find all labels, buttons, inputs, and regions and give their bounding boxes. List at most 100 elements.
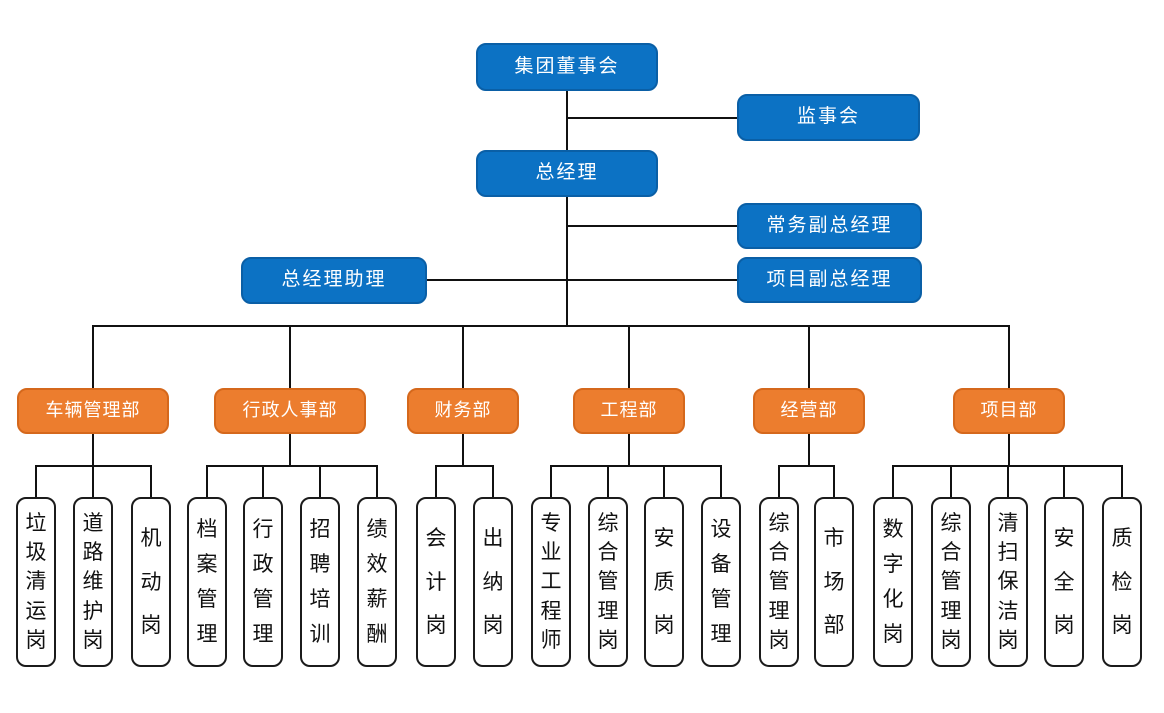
post-road-maintenance: 道路维护岗 <box>73 497 113 667</box>
post-admin-management: 行政管理 <box>243 497 283 667</box>
post-accounting: 会计岗 <box>416 497 456 667</box>
dept-label: 项目部 <box>980 400 1038 421</box>
post-label: 清扫保洁岗 <box>997 512 1019 652</box>
post-label: 安质岗 <box>653 526 675 638</box>
connector-dept-down <box>628 434 630 466</box>
post-label: 垃圾清运岗 <box>25 512 47 652</box>
connector-stub-post <box>150 465 152 497</box>
post-label: 机动岗 <box>140 526 162 638</box>
connector-dept-down <box>808 434 810 466</box>
dept-vehicle-management: 车辆管理部 <box>17 388 169 434</box>
post-cleaning: 清扫保洁岗 <box>988 497 1028 667</box>
dept-admin-hr: 行政人事部 <box>214 388 366 434</box>
post-equipment-management: 设备管理 <box>701 497 741 667</box>
post-performance-compensation: 绩效薪酬 <box>357 497 397 667</box>
org-node-general-manager-label: 总经理 <box>535 162 599 184</box>
connector-board-gm <box>566 91 568 152</box>
connector-stub-dept <box>289 325 291 388</box>
connector-stub-post <box>663 465 665 497</box>
connector-to-supervisory <box>566 117 739 119</box>
post-general-management-proj: 综合管理岗 <box>931 497 971 667</box>
connector-stub-post <box>35 465 37 497</box>
connector-to-executive-deputy <box>566 225 739 227</box>
connector-dept-down <box>1008 434 1010 466</box>
connector-children-line <box>778 465 835 467</box>
connector-stub-post <box>607 465 609 497</box>
dept-operations: 经营部 <box>753 388 865 434</box>
connector-dept-down <box>289 434 291 466</box>
org-node-board-label: 集团董事会 <box>514 55 620 77</box>
connector-stub-post <box>435 465 437 497</box>
post-mobile: 机动岗 <box>131 497 171 667</box>
connector-dept-down <box>462 434 464 466</box>
dept-label: 经营部 <box>780 400 838 421</box>
post-label: 专业工程师 <box>540 512 562 652</box>
post-label: 绩效薪酬 <box>366 518 388 646</box>
post-label: 综合管理岗 <box>768 512 790 652</box>
connector-stub-post <box>1063 465 1065 497</box>
connector-stub-post <box>492 465 494 497</box>
post-label: 行政管理 <box>252 518 274 646</box>
org-node-supervisory-label: 监事会 <box>796 106 860 128</box>
connector-stub-post <box>892 465 894 497</box>
post-safety: 安全岗 <box>1044 497 1084 667</box>
dept-label: 行政人事部 <box>242 400 338 421</box>
connector-stub-post <box>262 465 264 497</box>
post-label: 出纳岗 <box>482 526 504 638</box>
connector-stub-dept <box>628 325 630 388</box>
dept-engineering: 工程部 <box>573 388 685 434</box>
dept-project: 项目部 <box>953 388 1065 434</box>
org-node-general-manager: 总经理 <box>476 150 658 197</box>
org-node-project-deputy-gm-label: 项目副总经理 <box>766 268 893 290</box>
post-label: 档案管理 <box>196 518 218 646</box>
post-recruiting-training: 招聘培训 <box>300 497 340 667</box>
connector-stub-post <box>376 465 378 497</box>
connector-stub-post <box>92 465 94 497</box>
dept-label: 工程部 <box>600 400 658 421</box>
connector-stub-post <box>319 465 321 497</box>
post-general-management-ops: 综合管理岗 <box>759 497 799 667</box>
org-node-board: 集团董事会 <box>476 43 658 91</box>
connector-to-project-deputy <box>566 279 739 281</box>
post-label: 数字化岗 <box>882 518 904 646</box>
post-archive-management: 档案管理 <box>187 497 227 667</box>
connector-distribution-line <box>92 325 1010 327</box>
connector-stub-post <box>720 465 722 497</box>
dept-label: 车辆管理部 <box>45 400 141 421</box>
connector-stub-dept <box>1008 325 1010 388</box>
connector-children-line <box>435 465 494 467</box>
connector-stub-post <box>550 465 552 497</box>
org-node-gm-assistant: 总经理助理 <box>241 257 427 304</box>
post-label: 设备管理 <box>710 518 732 646</box>
connector-gm-trunk <box>566 197 568 327</box>
post-label: 综合管理岗 <box>940 512 962 652</box>
post-label: 招聘培训 <box>309 518 331 646</box>
connector-children-line <box>550 465 722 467</box>
post-professional-engineer: 专业工程师 <box>531 497 571 667</box>
org-node-executive-deputy-gm: 常务副总经理 <box>737 203 922 249</box>
post-cashier: 出纳岗 <box>473 497 513 667</box>
post-general-management-eng: 综合管理岗 <box>588 497 628 667</box>
dept-label: 财务部 <box>434 400 492 421</box>
org-node-executive-deputy-gm-label: 常务副总经理 <box>766 214 893 236</box>
post-garbage-collection: 垃圾清运岗 <box>16 497 56 667</box>
post-label: 道路维护岗 <box>82 512 104 652</box>
post-label: 安全岗 <box>1053 526 1075 638</box>
connector-stub-post <box>833 465 835 497</box>
post-label: 市场部 <box>823 526 845 638</box>
connector-stub-post <box>1121 465 1123 497</box>
dept-finance: 财务部 <box>407 388 519 434</box>
connector-stub-post <box>206 465 208 497</box>
post-digitalization: 数字化岗 <box>873 497 913 667</box>
connector-dept-down <box>92 434 94 466</box>
post-safety-quality: 安质岗 <box>644 497 684 667</box>
connector-children-line <box>206 465 378 467</box>
org-node-project-deputy-gm: 项目副总经理 <box>737 257 922 303</box>
connector-stub-post <box>778 465 780 497</box>
post-label: 质检岗 <box>1111 526 1133 638</box>
connector-stub-dept <box>462 325 464 388</box>
connector-stub-post <box>950 465 952 497</box>
post-market: 市场部 <box>814 497 854 667</box>
connector-stub-dept <box>92 325 94 388</box>
connector-stub-dept <box>808 325 810 388</box>
